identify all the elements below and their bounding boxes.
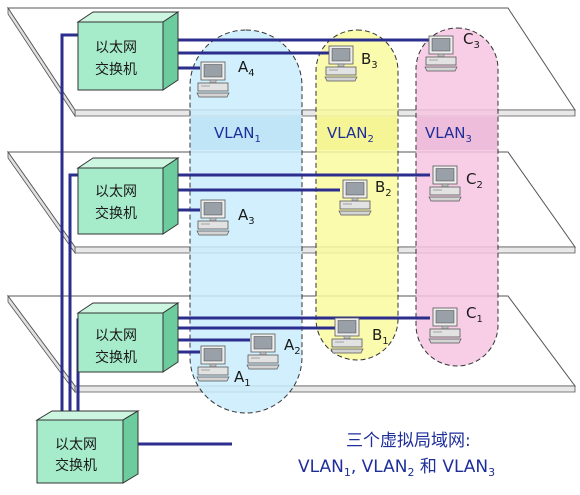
- vlan3-label: VLAN3: [425, 124, 472, 145]
- host-a1-label: A1: [234, 368, 251, 389]
- switch-bottom-label-line1: 以太网: [95, 328, 137, 344]
- host-a2: A2: [246, 333, 301, 370]
- caption-line2: VLAN1, VLAN2 和 VLAN3: [298, 457, 495, 479]
- switch-main-label-line2: 交换机: [55, 457, 97, 474]
- switch-main-label-line1: 以太网: [55, 437, 97, 453]
- vlan3-label-band: [417, 117, 497, 150]
- host-a4: A4: [196, 58, 255, 98]
- switch-floor-middle: 以太网 交换机: [76, 157, 180, 235]
- vlan1-label: VLAN1: [214, 124, 261, 145]
- host-c1-label: C1: [466, 304, 483, 325]
- switch-middle-label-line2: 交换机: [95, 205, 137, 222]
- vlan2-label-band: [317, 117, 397, 150]
- host-a3: A3: [196, 199, 255, 236]
- host-b1: B1: [330, 317, 389, 354]
- host-a2-label: A2: [284, 336, 301, 357]
- switch-middle-label-line1: 以太网: [95, 184, 137, 200]
- host-c2-label: C2: [466, 170, 483, 191]
- vlan2-label: VLAN2: [327, 124, 374, 145]
- host-c2: C2: [428, 165, 483, 202]
- switch-floor-top: 以太网 交换机: [76, 11, 180, 91]
- switch-main: 以太网 交换机: [35, 410, 140, 484]
- host-a3-label: A3: [238, 206, 255, 227]
- host-c1: C1: [428, 304, 483, 344]
- host-b3-label: B3: [361, 50, 378, 71]
- host-b2: B2: [338, 178, 392, 216]
- host-c3-label: C3: [463, 30, 480, 51]
- host-b3: B3: [324, 45, 378, 82]
- vlan1-label-band: [191, 117, 301, 150]
- switch-floor-bottom: 以太网 交换机: [76, 302, 180, 373]
- host-b1-label: B1: [372, 326, 389, 347]
- connection-lines: [60, 33, 430, 446]
- host-a1: A1: [196, 345, 251, 389]
- switch-bottom-label-line2: 交换机: [95, 349, 137, 366]
- host-c3: C3: [424, 30, 480, 72]
- host-b2-label: B2: [375, 178, 392, 199]
- switch-top-label-line2: 交换机: [95, 61, 137, 78]
- host-a4-label: A4: [238, 58, 255, 79]
- switch-top-label-line1: 以太网: [95, 40, 137, 56]
- caption-line1: 三个虚拟局域网:: [346, 431, 471, 451]
